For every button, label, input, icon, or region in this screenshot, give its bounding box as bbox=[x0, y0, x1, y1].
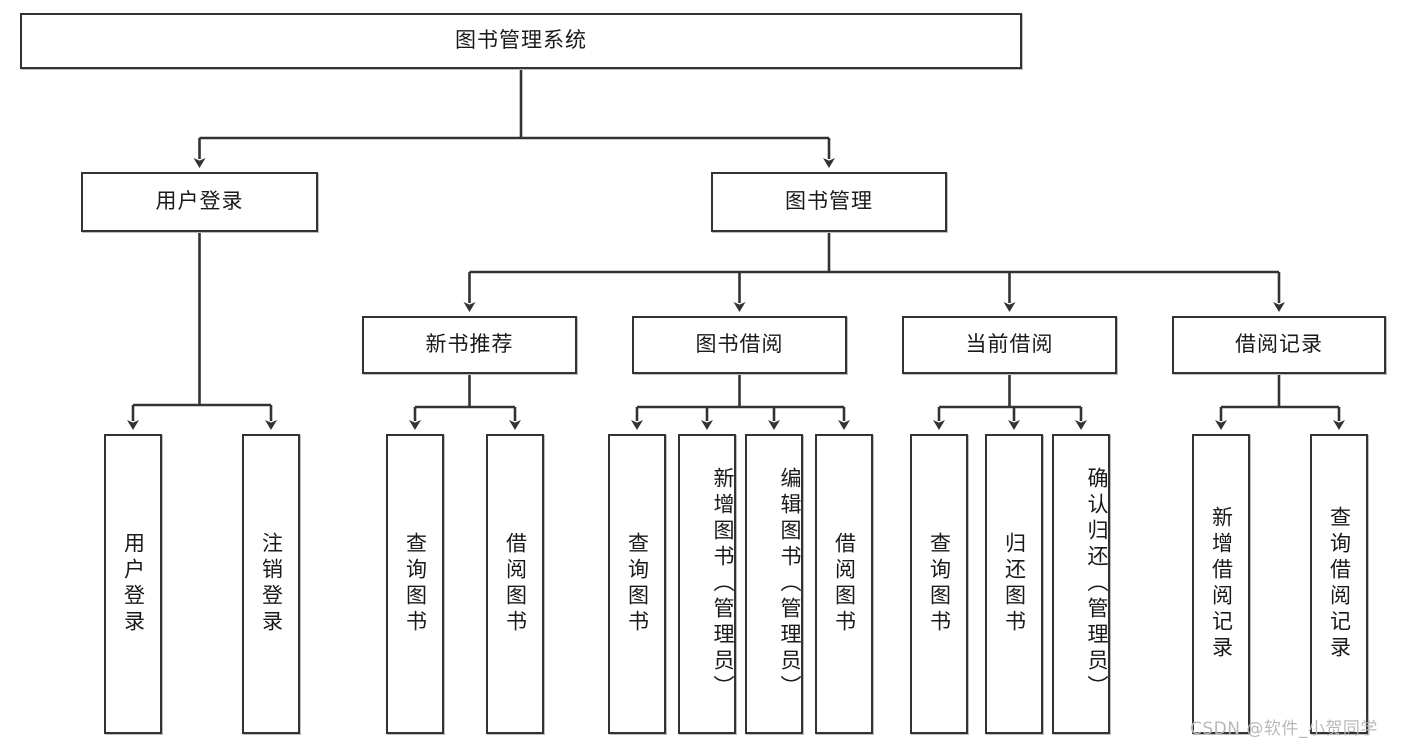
leaf-add-borrow-record[interactable]: 新增借阅记录 bbox=[1192, 434, 1250, 734]
leaf-confirm-return-admin[interactable]: 确认归还（管理员） bbox=[1052, 434, 1110, 734]
leaf-query-book-current[interactable]: 查询图书 bbox=[910, 434, 968, 734]
leaf-query-borrow-record[interactable]: 查询借阅记录 bbox=[1310, 434, 1368, 734]
node-level2-book-management[interactable]: 图书管理 bbox=[711, 172, 947, 232]
leaf-query-book-borrow[interactable]: 查询图书 bbox=[608, 434, 666, 734]
leaf-query-book-recommend[interactable]: 查询图书 bbox=[386, 434, 444, 734]
node-level3-borrow-record[interactable]: 借阅记录 bbox=[1172, 316, 1386, 374]
leaf-add-book-admin[interactable]: 新增图书（管理员） bbox=[678, 434, 736, 734]
leaf-user-login[interactable]: 用户登录 bbox=[104, 434, 162, 734]
leaf-borrow-book-recommend[interactable]: 借阅图书 bbox=[486, 434, 544, 734]
csdn-watermark: CSDN @软件_小贺同学 bbox=[1190, 719, 1378, 739]
leaf-edit-book-admin[interactable]: 编辑图书（管理员） bbox=[745, 434, 803, 734]
leaf-logout[interactable]: 注销登录 bbox=[242, 434, 300, 734]
leaf-borrow-book[interactable]: 借阅图书 bbox=[815, 434, 873, 734]
node-root[interactable]: 图书管理系统 bbox=[20, 13, 1022, 69]
node-level3-current-borrow[interactable]: 当前借阅 bbox=[902, 316, 1117, 374]
node-level2-user-login[interactable]: 用户登录 bbox=[81, 172, 318, 232]
node-level3-new-book-recommend[interactable]: 新书推荐 bbox=[362, 316, 577, 374]
node-level3-book-borrow[interactable]: 图书借阅 bbox=[632, 316, 847, 374]
leaf-return-book[interactable]: 归还图书 bbox=[985, 434, 1043, 734]
